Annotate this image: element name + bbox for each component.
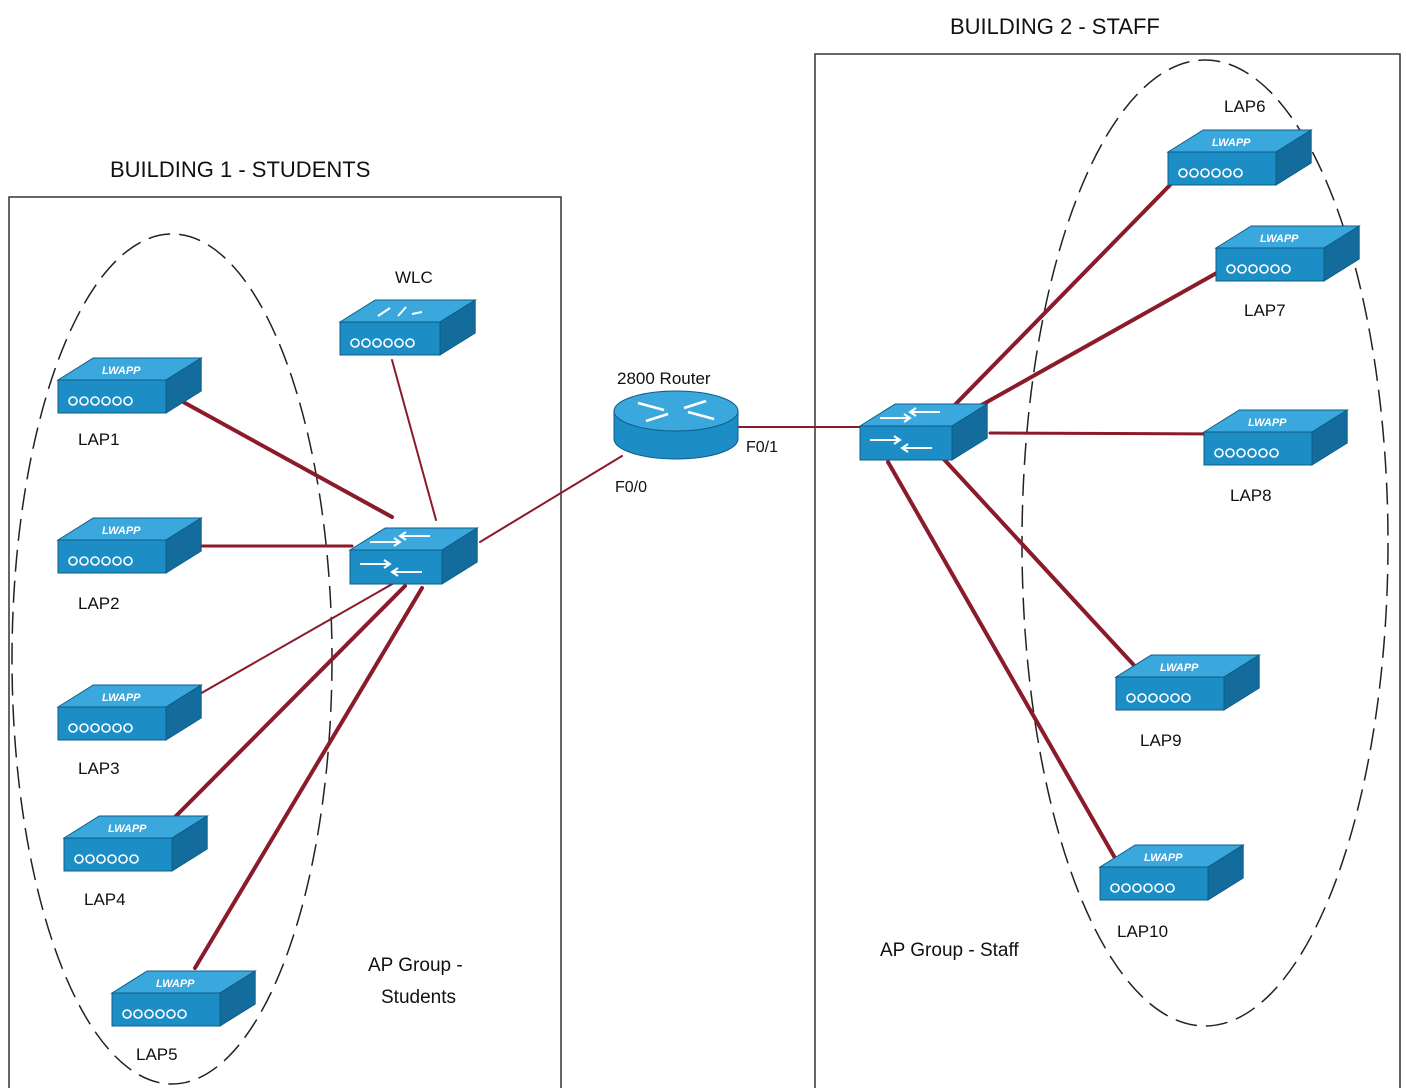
building-1-title: BUILDING 1 - STUDENTS — [110, 157, 370, 182]
ap-label-lap4: LAP4 — [84, 890, 126, 909]
ap-label-lap10: LAP10 — [1117, 922, 1168, 941]
link-switch1-router — [479, 455, 623, 543]
router-icon — [613, 390, 739, 460]
lwapp-badge-lap9: LWAPP — [1160, 662, 1199, 674]
lwapp-badge-lap2: LWAPP — [102, 525, 141, 537]
ap-icon-lap2: LWAPP — [56, 517, 203, 574]
link-switch2-lap7 — [960, 268, 1224, 418]
ap-icon-lap5: LWAPP — [110, 970, 257, 1027]
lwapp-badge-lap10: LWAPP — [1144, 852, 1183, 864]
ap-icon-lap8: LWAPP — [1202, 409, 1349, 466]
lwapp-badge-lap8: LWAPP — [1248, 417, 1287, 429]
ap-group-staff-label: AP Group - Staff — [880, 940, 1019, 961]
link-switch2-lap10 — [886, 460, 1117, 860]
ap-label-lap6: LAP6 — [1224, 97, 1266, 116]
ap-label-lap3: LAP3 — [78, 759, 120, 778]
ap-icon-lap6: LWAPP — [1166, 129, 1313, 186]
ap-icon-lap1: LWAPP — [56, 357, 203, 414]
ap-label-lap1: LAP1 — [78, 430, 120, 449]
switch-building-2-icon — [858, 403, 989, 461]
wlc-label: WLC — [395, 268, 433, 287]
link-lap3-switch1 — [197, 582, 395, 696]
port-f0-0-label: F0/0 — [615, 479, 647, 496]
link-lap1-switch1 — [174, 396, 394, 519]
ap-label-lap2: LAP2 — [78, 594, 120, 613]
link-lap5-switch1 — [193, 586, 424, 970]
building-2-box — [814, 53, 1401, 1088]
ap-group-students-label-line1: AP Group - — [368, 955, 463, 976]
ap-label-lap8: LAP8 — [1230, 486, 1272, 505]
lwapp-badge-lap5: LWAPP — [156, 978, 195, 990]
ap-icon-lap9: LWAPP — [1114, 654, 1261, 711]
building-1-box — [8, 196, 562, 1088]
switch-building-1-icon — [348, 527, 479, 585]
link-lap4-switch1 — [172, 584, 407, 820]
ap-icon-lap10: LWAPP — [1098, 844, 1245, 901]
links — [172, 183, 1224, 970]
wlc-icon — [338, 299, 477, 356]
router-label: 2800 Router — [617, 369, 711, 388]
ap-icon-lap4: LWAPP — [62, 815, 209, 872]
lwapp-badge-lap3: LWAPP — [102, 692, 141, 704]
link-wlc-switch1 — [391, 359, 437, 521]
link-switch2-lap8 — [988, 431, 1222, 436]
devices: LWAPP LWAPP LWAPP LWAPP LWAPP LWAPP LWAPP LWAPP… — [56, 129, 1361, 1027]
lwapp-badge-lap7: LWAPP — [1260, 233, 1299, 245]
port-f0-1-label: F0/1 — [746, 439, 778, 456]
link-switch2-lap6 — [938, 183, 1172, 422]
lwapp-badge-lap6: LWAPP — [1212, 137, 1251, 149]
ap-icon-lap3: LWAPP — [56, 684, 203, 741]
lwapp-badge-lap4: LWAPP — [108, 823, 147, 835]
ap-label-lap7: LAP7 — [1244, 301, 1286, 320]
lwapp-badge-lap1: LWAPP — [102, 365, 141, 377]
link-switch2-lap9 — [938, 453, 1145, 677]
ap-label-lap9: LAP9 — [1140, 731, 1182, 750]
building-2-title: BUILDING 2 - STAFF — [950, 14, 1160, 39]
ap-label-lap5: LAP5 — [136, 1045, 178, 1064]
ap-group-students-label-line2: Students — [381, 987, 456, 1008]
ap-icon-lap7: LWAPP — [1214, 225, 1361, 282]
